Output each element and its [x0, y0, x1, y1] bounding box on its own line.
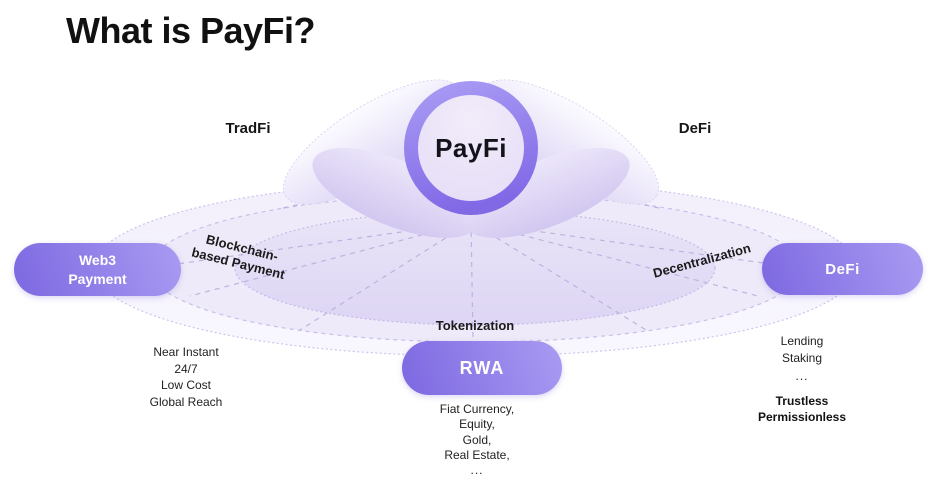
pill-label-line: Payment [68, 270, 127, 287]
defi-details-list: Lending Staking ... [732, 333, 872, 385]
region-label-tradfi: TradFi [225, 120, 271, 137]
pill-label: RWA [459, 357, 505, 378]
region-label-defi: DeFi [678, 120, 712, 137]
detail-line: Gold, [462, 432, 492, 447]
page-title: What is PayFi? [66, 10, 316, 51]
rwa-details-list: Fiat Currency, Equity, Gold, Real Estate… [407, 402, 547, 479]
web3-payment-pill: Web3 Payment [14, 243, 181, 296]
detail-line: ... [795, 368, 809, 383]
web3-details-list: Near Instant 24/7 Low Cost Global Reach [116, 344, 256, 410]
detail-line: Lending [780, 334, 824, 348]
detail-line: Near Instant [153, 345, 219, 359]
pill-label: DeFi [825, 260, 860, 278]
rwa-pill: RWA [402, 341, 562, 395]
detail-line: Low Cost [160, 378, 212, 393]
inner-ring-ellipse [234, 210, 716, 326]
detail-line: ... [470, 463, 484, 478]
detail-line: Global Reach [149, 394, 223, 409]
defi-pill: DeFi [762, 243, 923, 295]
ring-label-tokenization: Tokenization [435, 318, 515, 333]
pill-label-line: Web3 [78, 252, 117, 269]
detail-line: Real Estate, [444, 448, 510, 463]
detail-line: Equity, [459, 417, 495, 432]
detail-line-bold: Permissionless [757, 409, 847, 424]
defi-details-bold-list: Trustless Permissionless [732, 394, 872, 425]
detail-line-bold: Trustless [775, 394, 829, 408]
payfi-ring-inner [418, 95, 524, 201]
detail-line: 24/7 [174, 361, 198, 376]
detail-line: Fiat Currency, [439, 402, 515, 416]
detail-line: Staking [781, 351, 823, 366]
payfi-center-label: PayFi [435, 133, 507, 163]
